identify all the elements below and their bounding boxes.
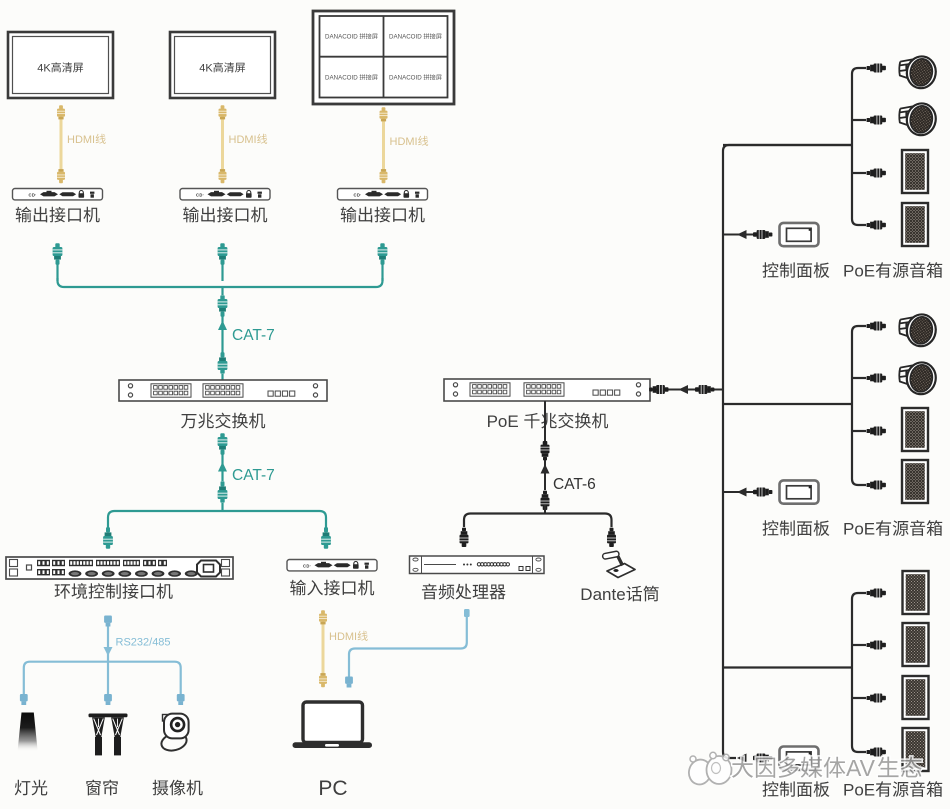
svg-text:HDMI: HDMI [67,134,95,146]
svg-text:4K: 4K [37,63,51,75]
svg-text:DANACOID: DANACOID [389,34,422,41]
svg-text:PoE: PoE [487,412,519,431]
svg-text:AV: AV [846,755,876,781]
svg-text:HDMI: HDMI [229,134,257,146]
svg-text:PC: PC [318,777,347,800]
svg-text:DANACOID: DANACOID [389,75,422,82]
svg-text:CAT-7: CAT-7 [232,327,275,344]
svg-text:HDMI: HDMI [329,631,357,643]
svg-text:DANACOID: DANACOID [325,34,358,41]
svg-text:PoE: PoE [843,520,875,539]
svg-text:RS232/485: RS232/485 [116,637,171,649]
svg-text:PoE: PoE [843,262,875,281]
svg-text:CAT-6: CAT-6 [553,476,596,493]
svg-text:CAT-7: CAT-7 [232,467,275,484]
svg-text:PoE: PoE [843,781,875,800]
svg-text:DANACOID: DANACOID [325,75,358,82]
svg-text:HDMI: HDMI [390,136,418,148]
svg-text:Dante: Dante [580,585,625,604]
svg-text:4K: 4K [199,63,213,75]
